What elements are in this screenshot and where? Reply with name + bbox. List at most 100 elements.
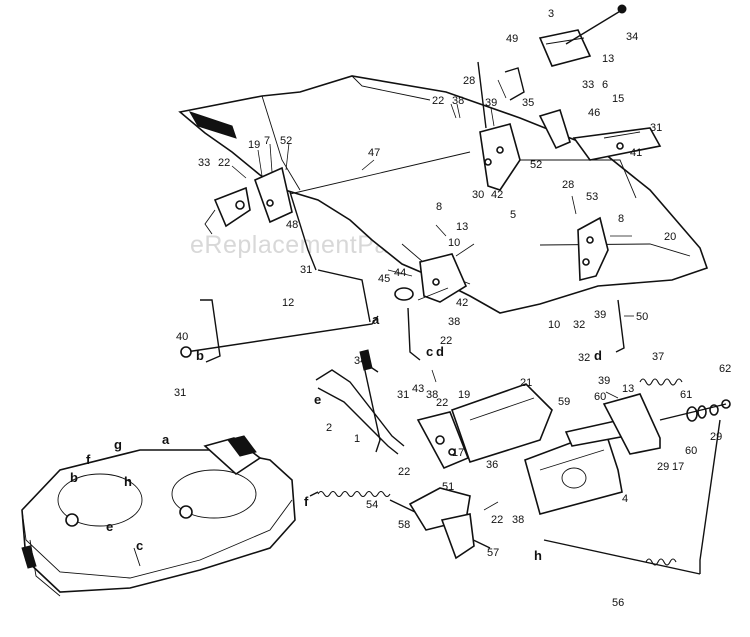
- callout-22: 22: [398, 466, 410, 478]
- callout-45: 45: [378, 273, 390, 285]
- spring-37: [639, 378, 683, 386]
- callout-22: 22: [218, 157, 230, 169]
- callout-52: 52: [530, 159, 542, 171]
- bracket-48: [253, 166, 317, 271]
- callout-5: 5: [510, 209, 516, 221]
- callout-37: 37: [652, 351, 664, 363]
- callout-13: 13: [456, 221, 468, 233]
- callout-1: 1: [354, 433, 360, 445]
- callout-17: 17: [452, 447, 464, 459]
- rod-49: [477, 61, 487, 129]
- letter-b: b: [70, 470, 78, 485]
- cable-c: [407, 307, 421, 361]
- callout-34: 34: [626, 31, 638, 43]
- callout-59: 59: [558, 396, 570, 408]
- letter-e: e: [314, 392, 321, 407]
- callout-29: 29: [710, 431, 722, 443]
- callout-47: 47: [368, 147, 380, 159]
- rod-12: [180, 269, 379, 363]
- callout-8: 8: [436, 201, 442, 213]
- callout-15: 15: [612, 93, 624, 105]
- letter-h: h: [534, 548, 542, 563]
- callout-33: 33: [198, 157, 210, 169]
- callout-44: 44: [394, 267, 406, 279]
- callout-31: 31: [174, 387, 186, 399]
- callout-20: 20: [664, 231, 676, 243]
- callout-62: 62: [719, 363, 731, 375]
- letter-c: c: [136, 538, 143, 553]
- cable-56: [543, 539, 701, 575]
- callout-51: 51: [442, 481, 454, 493]
- callout-43: 43: [412, 383, 424, 395]
- bracket-53: [577, 216, 609, 282]
- callout-34: 34: [354, 355, 366, 367]
- callout-12: 12: [282, 297, 294, 309]
- callout-33: 33: [582, 79, 594, 91]
- callout-29: 29: [657, 461, 669, 473]
- callout-13: 13: [602, 53, 614, 65]
- callout-28: 28: [463, 75, 475, 87]
- callout-22: 22: [436, 397, 448, 409]
- callout-58: 58: [398, 519, 410, 531]
- callout-35: 35: [522, 97, 534, 109]
- callout-32: 32: [578, 352, 590, 364]
- callout-61: 61: [680, 389, 692, 401]
- callout-52: 52: [280, 135, 292, 147]
- callout-22: 22: [432, 95, 444, 107]
- callout-57: 57: [487, 547, 499, 559]
- callout-31: 31: [300, 264, 312, 276]
- callout-4: 4: [622, 493, 628, 505]
- callout-50: 50: [636, 311, 648, 323]
- callout-41: 41: [630, 147, 642, 159]
- bracket-5: [479, 123, 521, 191]
- rod-56: [699, 419, 721, 574]
- callout-38: 38: [426, 389, 438, 401]
- callout-53: 53: [586, 191, 598, 203]
- callout-48: 48: [286, 219, 298, 231]
- letter-d: d: [436, 344, 444, 359]
- callout-49: 49: [506, 33, 518, 45]
- callout-28: 28: [562, 179, 574, 191]
- callout-54: 54: [366, 499, 378, 511]
- mower-deck: [21, 435, 296, 597]
- right-arm-assembly: [538, 109, 662, 161]
- callout-40: 40: [176, 331, 188, 343]
- letter-a: a: [162, 432, 170, 447]
- callout-38: 38: [512, 514, 524, 526]
- letter-g: g: [114, 437, 122, 452]
- lift-lever-3: [504, 4, 627, 101]
- callout-22: 22: [440, 335, 452, 347]
- letter-d: d: [594, 348, 602, 363]
- connection-letters: a b c d d e f h a g f h b e c: [70, 312, 602, 563]
- bellcrank-33-left: [204, 186, 251, 235]
- callout-39: 39: [598, 375, 610, 387]
- bracket-59: [564, 393, 661, 455]
- callout-39: 39: [594, 309, 606, 321]
- callout-19: 19: [458, 389, 470, 401]
- letter-b: b: [196, 348, 204, 363]
- callout-32: 32: [573, 319, 585, 331]
- letter-f: f: [304, 494, 309, 509]
- callout-10: 10: [548, 319, 560, 331]
- letter-a: a: [372, 312, 380, 327]
- callout-3: 3: [548, 8, 554, 20]
- bracket-8-center: [394, 253, 468, 303]
- letter-c: c: [426, 344, 433, 359]
- callout-36: 36: [486, 459, 498, 471]
- letter-e: e: [106, 519, 113, 534]
- callout-21: 21: [520, 377, 532, 389]
- letter-f: f: [86, 452, 91, 467]
- bracket-21: [416, 383, 553, 470]
- callouts: 3 34 13 49 28 33 6 35 46 15 31 41 22 38 …: [174, 8, 731, 609]
- callout-60: 60: [685, 445, 697, 457]
- callout-7: 7: [264, 135, 270, 147]
- callout-60: 60: [594, 391, 606, 403]
- callout-8: 8: [618, 213, 624, 225]
- spring-56: [645, 558, 677, 566]
- callout-46: 46: [588, 107, 600, 119]
- callout-56: 56: [612, 597, 624, 609]
- callout-22: 22: [491, 514, 503, 526]
- callout-2: 2: [326, 422, 332, 434]
- callout-42: 42: [456, 297, 468, 309]
